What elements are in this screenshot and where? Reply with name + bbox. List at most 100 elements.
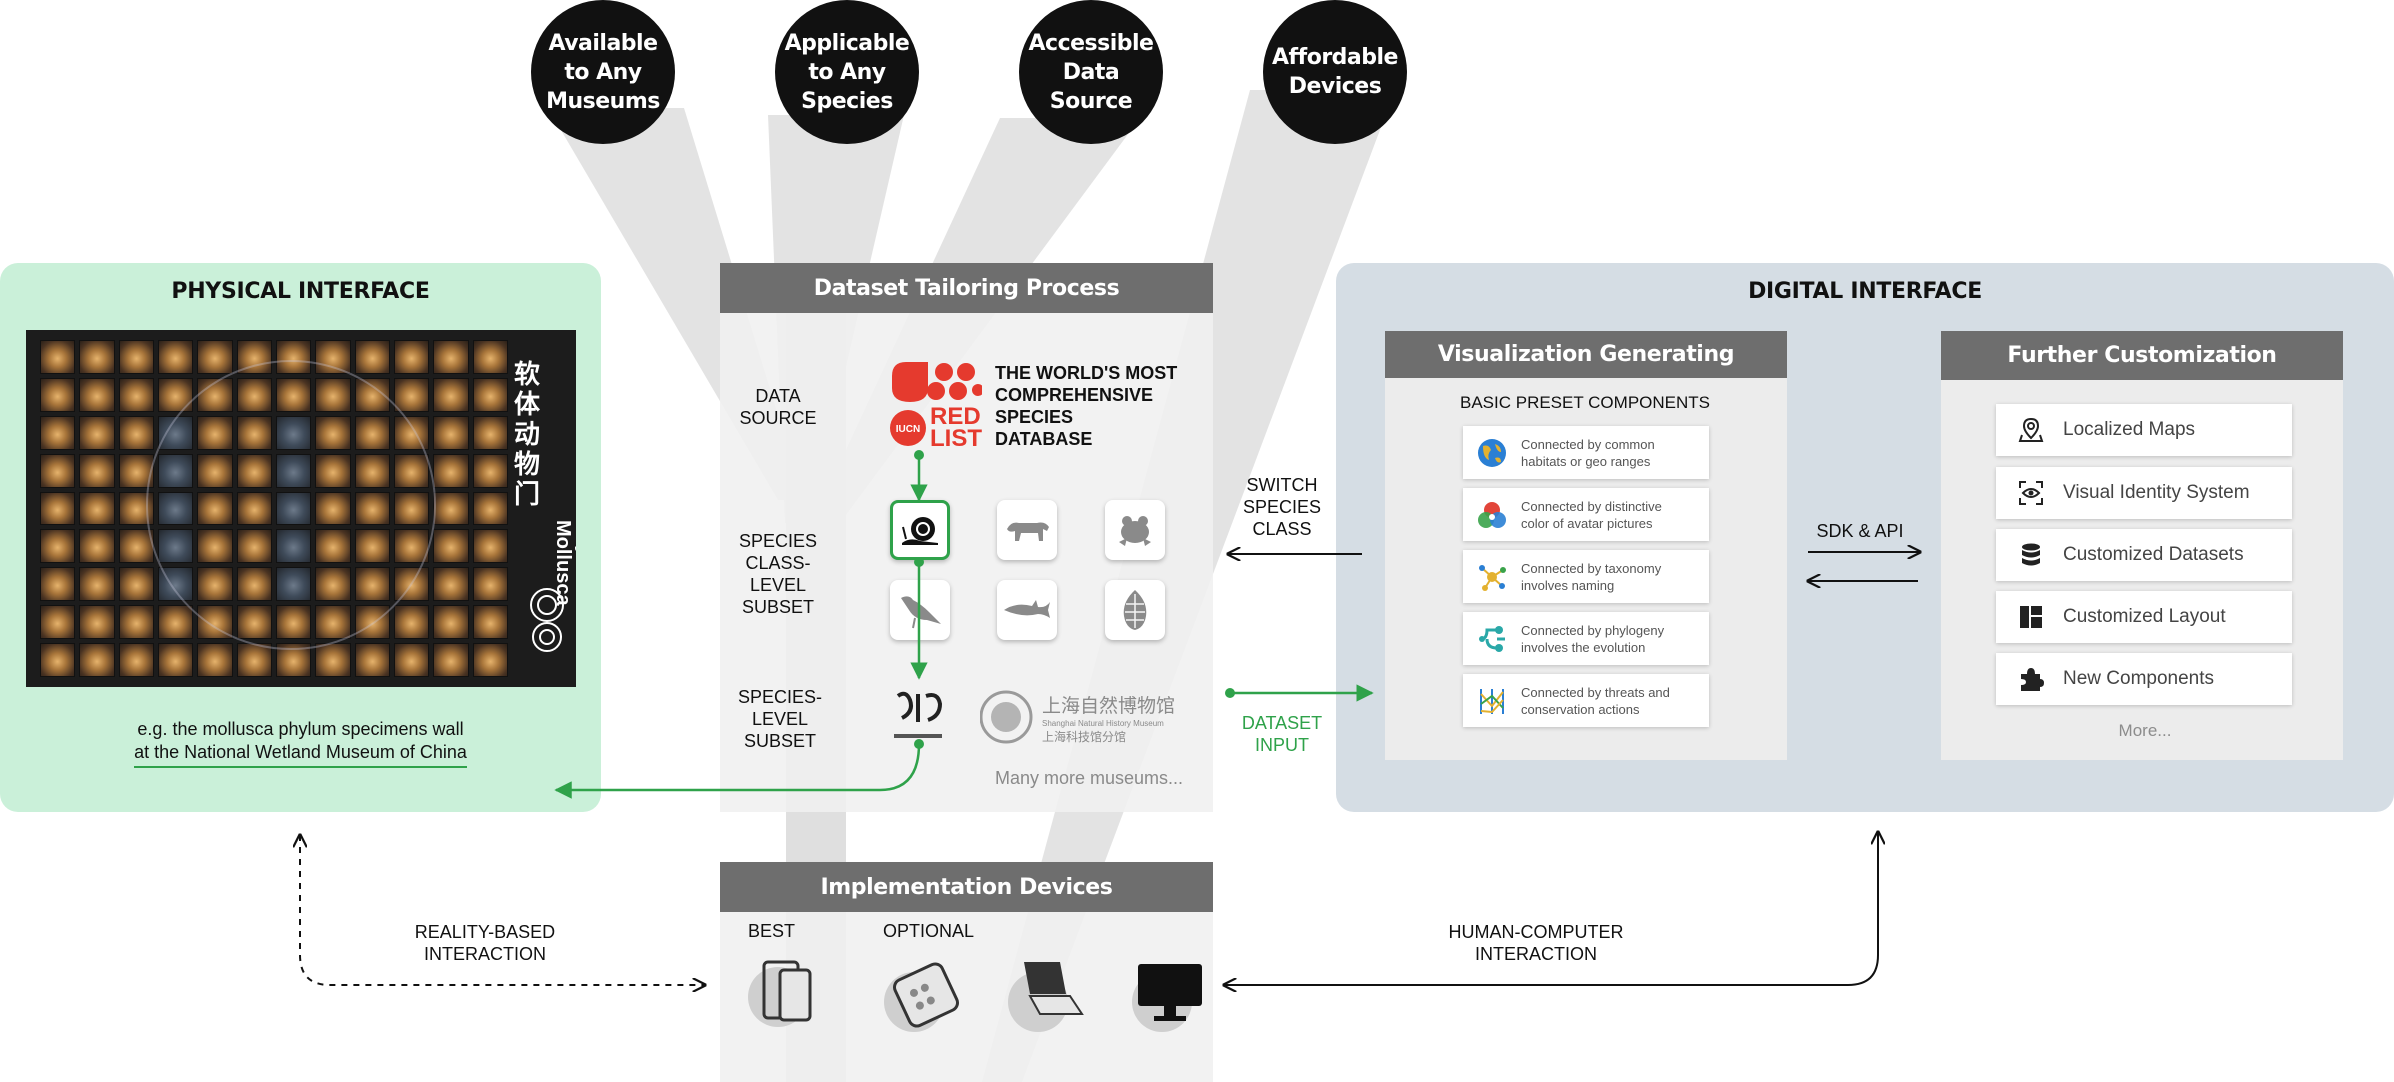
custom-item-customized-datasets[interactable]: Customized Datasets: [1996, 529, 2292, 581]
pillar-accessible-data: Accessible Data Source: [1019, 0, 1163, 144]
specimen-cell: [79, 567, 115, 602]
custom-item-new-components[interactable]: New Components: [1996, 653, 2292, 705]
specimen-cell: [472, 340, 508, 374]
shark-icon[interactable]: [997, 580, 1057, 640]
eye-scan-icon: [2019, 481, 2043, 505]
specimen-cell: [40, 643, 76, 677]
custom-item-label: Customized Layout: [2063, 606, 2226, 627]
wall-circle-decoration: [146, 360, 436, 650]
row-label-species-subset: SPECIES- LEVEL SUBSET: [737, 687, 823, 751]
specimen-cell: [79, 340, 115, 374]
dataset-tailoring-title: Dataset Tailoring Process: [720, 263, 1213, 313]
preset-card-phylogeny[interactable]: Connected by phylogeny involves the evol…: [1463, 612, 1709, 665]
iucn-text: IUCN: [896, 424, 920, 435]
custom-item-label: New Components: [2063, 668, 2215, 689]
pillar-affordable-devices: Affordable Devices: [1263, 0, 1407, 144]
row-label-data-source: DATA SOURCE: [739, 386, 817, 428]
specimen-cell: [40, 340, 76, 374]
specimen-cell: [40, 491, 76, 526]
wall-label-latin: Phylum Mollusca: [552, 520, 576, 606]
digital-interface-title: DIGITAL INTERFACE: [1748, 279, 1982, 304]
more-link[interactable]: More...: [2118, 721, 2172, 740]
specimen-cell: [40, 529, 76, 564]
caption-line-2: at the National Wetland Museum of China: [134, 741, 467, 768]
laptop-icon: [1024, 962, 1084, 1015]
specimen-cell: [157, 605, 194, 640]
museum2-sub-name: 上海科技馆分馆: [1042, 729, 1126, 744]
preset-card-habitats[interactable]: Connected by common habitats or geo rang…: [1463, 426, 1709, 479]
preset-card-taxonomy[interactable]: Connected by taxonomy involves naming: [1463, 550, 1709, 603]
specimen-cell: [433, 567, 469, 602]
tablet-icon: [762, 960, 812, 1022]
leopard-icon[interactable]: [997, 500, 1057, 560]
sdk-api-label: SDK & API: [1816, 521, 1904, 541]
further-customization-title: Further Customization: [1941, 331, 2343, 380]
row-label-class-subset: SPECIES CLASS- LEVEL SUBSET: [738, 531, 818, 617]
specimen-cell: [79, 377, 115, 412]
specimen-cell: [433, 377, 469, 412]
list-text: LIST: [930, 425, 982, 448]
specimen-cell: [118, 340, 154, 374]
parallel-coords-icon: [1480, 689, 1504, 714]
best-label: BEST: [748, 921, 796, 941]
ammonite-shell-icon: [530, 588, 564, 652]
preset-card-threats[interactable]: Connected by threats and conservation ac…: [1463, 674, 1709, 727]
specimen-cell: [472, 643, 508, 677]
specimen-cell: [157, 643, 194, 677]
specimen-cell: [79, 491, 115, 526]
frog-icon[interactable]: [1105, 500, 1165, 560]
specimen-cell: [118, 415, 154, 450]
specimen-wall-caption: e.g. the mollusca phylum specimens wall …: [0, 718, 601, 768]
phone-icon: [893, 962, 959, 1028]
switch-species-class-label: SWITCH SPECIES CLASS: [1242, 475, 1322, 539]
specimen-cell: [354, 643, 390, 677]
specimen-cell: [472, 377, 508, 412]
specimen-cell: [79, 529, 115, 564]
pinecone-icon[interactable]: [1105, 580, 1165, 640]
specimen-cell: [433, 340, 469, 374]
specimen-cell: [315, 643, 351, 677]
basic-preset-title: BASIC PRESET COMPONENTS: [1459, 393, 1710, 412]
physical-interface-title: PHYSICAL INTERFACE: [171, 279, 430, 304]
specimen-cell: [393, 377, 430, 412]
specimen-cell: [433, 491, 469, 526]
specimen-cell: [197, 643, 233, 677]
custom-item-localized-maps[interactable]: Localized Maps: [1996, 404, 2292, 456]
database-icon: [2022, 543, 2040, 566]
custom-item-label: Customized Datasets: [2063, 544, 2244, 565]
specimen-cell: [40, 453, 76, 488]
snail-icon[interactable]: [890, 500, 950, 560]
database-description: THE WORLD'S MOST COMPREHENSIVE SPECIES D…: [995, 363, 1178, 449]
dataset-input-label: DATASET INPUT: [1241, 713, 1323, 755]
preset-card-color[interactable]: Connected by distinctive color of avatar…: [1463, 488, 1709, 541]
custom-item-visual-identity[interactable]: Visual Identity System: [1996, 467, 2292, 519]
specimen-cell: [354, 340, 390, 374]
specimen-cell: [393, 643, 430, 677]
specimen-cell: [118, 643, 154, 677]
specimen-cell: [433, 643, 469, 677]
custom-item-customized-layout[interactable]: Customized Layout: [1996, 591, 2292, 643]
specimen-cell: [118, 605, 154, 640]
specimen-cell: [472, 567, 508, 602]
optional-label: OPTIONAL: [883, 921, 975, 941]
specimen-cell: [79, 643, 115, 677]
specimen-cell: [40, 377, 76, 412]
color-wheel-icon: [1478, 502, 1506, 528]
bird-icon[interactable]: [890, 580, 950, 640]
iucn-red-list-logo: IUCN RED LIST: [890, 362, 982, 448]
specimen-cell: [40, 415, 76, 450]
preset-card-text: Connected by threats and conservation ac…: [1521, 684, 1670, 717]
visualization-generating-title: Visualization Generating: [1385, 331, 1787, 378]
specimen-wall-photo: 软体动物门 Phylum Mollusca: [26, 330, 576, 687]
specimen-cell: [472, 415, 508, 450]
map-pin-icon: [2018, 417, 2044, 442]
museum2-cn-name: 上海自然博物馆: [1042, 695, 1175, 717]
specimen-cell: [118, 377, 154, 412]
specimen-cell: [433, 529, 469, 564]
monitor-icon: [1138, 964, 1202, 1021]
specimen-cell: [197, 340, 233, 374]
custom-item-label: Visual Identity System: [2063, 482, 2250, 503]
preset-card-text: Connected by taxonomy involves naming: [1521, 560, 1662, 593]
shanghai-museum-logo: 上海自然博物馆 Shanghai Natural History Museum …: [980, 690, 1175, 744]
caption-line-1: e.g. the mollusca phylum specimens wall: [137, 719, 464, 739]
